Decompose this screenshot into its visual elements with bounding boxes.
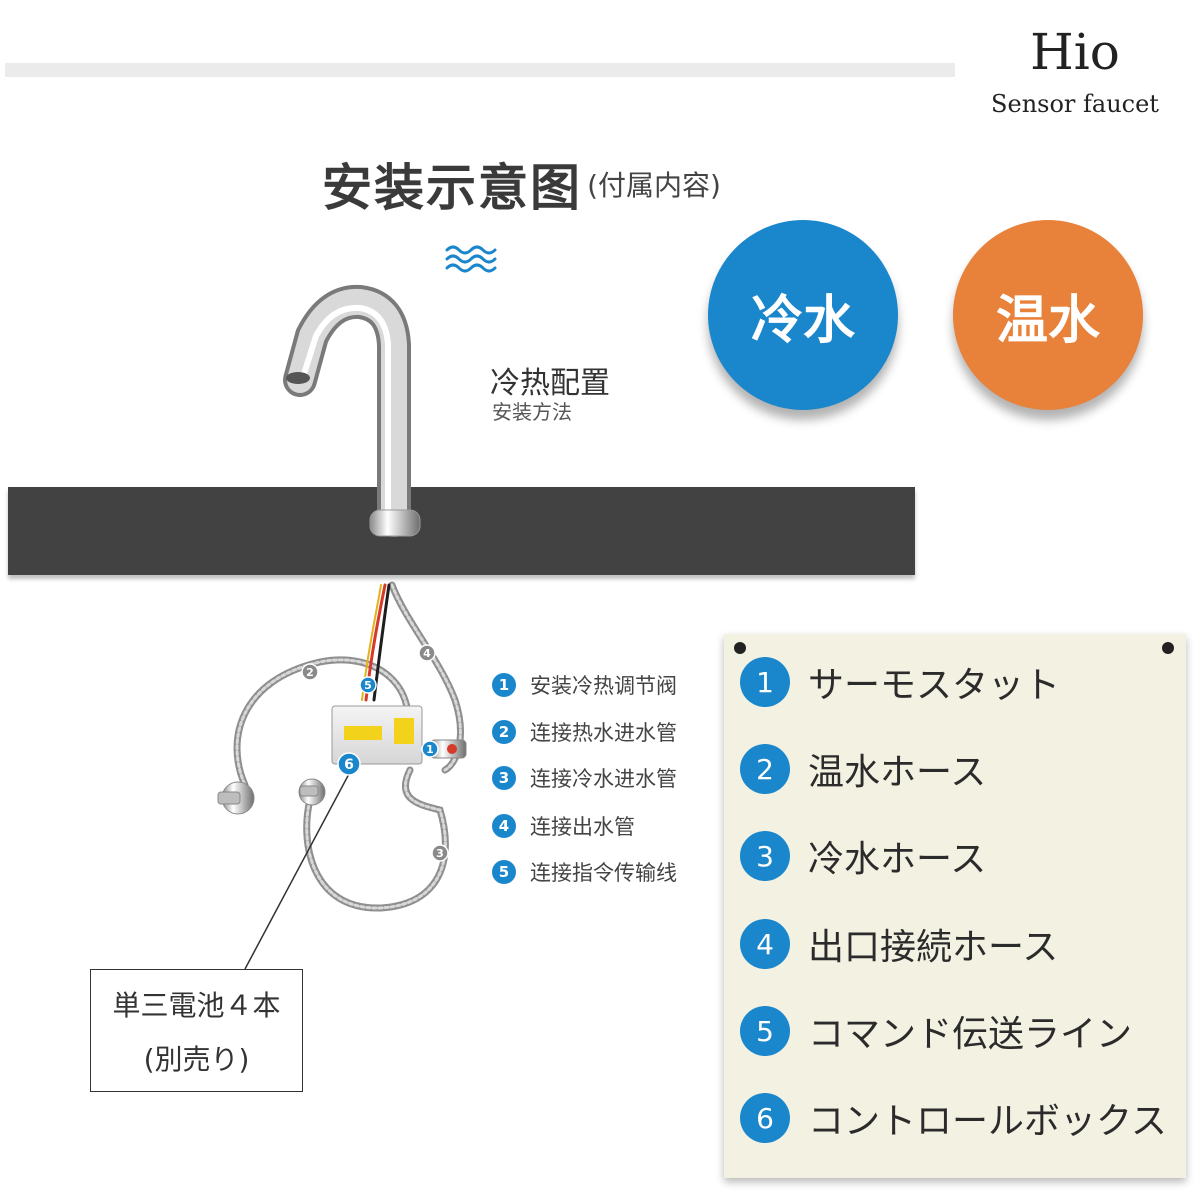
page-title-block: 安装示意图 (付属内容) [322, 148, 721, 220]
japanese-legend-item: 5 コマンド伝送ライン [740, 1006, 1132, 1056]
japanese-legend-item: 6 コントロールボックス [740, 1093, 1167, 1143]
top-divider-bar [5, 63, 955, 77]
diagram-marker-number: 5 [364, 679, 372, 692]
pin-right-icon [1162, 642, 1174, 654]
chinese-legend-item: 5 连接指令传输线 [492, 857, 677, 887]
chinese-legend-number: 5 [492, 860, 516, 884]
chinese-legend-label: 连接出水管 [530, 815, 635, 839]
japanese-legend-number: 6 [740, 1093, 790, 1143]
chinese-legend-label: 安装冷热调节阀 [530, 674, 677, 698]
wall-valves [217, 778, 326, 815]
chinese-legend-item: 3 连接冷水进水管 [492, 763, 677, 793]
japanese-legend-item: 4 出口接続ホース [740, 919, 1058, 969]
chinese-legend-label: 连接热水进水管 [530, 721, 677, 745]
chinese-legend-number: 4 [492, 814, 516, 838]
chinese-legend-number: 1 [492, 673, 516, 697]
diagram-marker: 6 [337, 752, 361, 776]
diagram-marker-number: 2 [306, 666, 314, 679]
water-waves-icon [445, 245, 497, 273]
japanese-legend-number: 5 [740, 1006, 790, 1056]
chinese-legend-item: 1 安装冷热调节阀 [492, 670, 677, 700]
warm-water-badge: 温水 [953, 220, 1143, 410]
battery-note-line2: (別売り) [143, 1043, 250, 1076]
japanese-legend-item: 1 サーモスタット [740, 657, 1060, 707]
config-subtitle: 安装方法 [492, 400, 572, 424]
diagram-markers: 1 2 3 4 5 6 [301, 644, 449, 862]
japanese-legend-label: 温水ホース [808, 752, 987, 793]
diagram-marker-number: 1 [426, 743, 434, 756]
faucet-image [283, 284, 421, 537]
diagram-marker: 1 [421, 740, 439, 758]
battery-note-line1: 単三電池４本 [112, 989, 281, 1022]
japanese-legend-number: 1 [740, 657, 790, 707]
pin-left-icon [734, 642, 746, 654]
diagram-marker-number: 6 [344, 757, 354, 773]
japanese-legend-item: 3 冷水ホース [740, 831, 986, 881]
japanese-legend-label: コントロールボックス [808, 1101, 1167, 1142]
japanese-legend-number: 2 [740, 744, 790, 794]
japanese-legend-label: 冷水ホース [808, 839, 987, 880]
japanese-legend-label: 出口接続ホース [808, 927, 1059, 968]
brand-name: Hio [1030, 23, 1120, 81]
brand-logo: Hio Sensor faucet [990, 20, 1160, 118]
chinese-legend-item: 2 连接热水进水管 [492, 717, 677, 747]
japanese-legend-item: 2 温水ホース [740, 744, 986, 794]
japanese-legend-number: 4 [740, 919, 790, 969]
brand-subtitle: Sensor faucet [991, 90, 1159, 118]
battery-leader-line [244, 771, 351, 970]
chinese-legend-number: 3 [492, 766, 516, 790]
diagram-marker-number: 3 [436, 847, 444, 860]
chinese-legend-item: 4 连接出水管 [492, 811, 635, 841]
cold-water-badge: 冷水 [708, 220, 898, 410]
page-subtitle: (付属内容) [587, 169, 721, 202]
config-title: 冷热配置 [490, 366, 610, 401]
diagram-marker: 4 [418, 644, 436, 662]
battery-note-box: 単三電池４本 (別売り) [90, 969, 303, 1092]
japanese-legend-number: 3 [740, 831, 790, 881]
diagram-marker: 2 [301, 663, 319, 681]
page-title: 安装示意图 [322, 159, 582, 217]
chinese-legend-label: 连接冷水进水管 [530, 767, 677, 791]
japanese-legend-label: コマンド伝送ライン [808, 1014, 1133, 1055]
japanese-legend-label: サーモスタット [808, 665, 1061, 706]
countertop [8, 487, 915, 575]
chinese-legend-number: 2 [492, 720, 516, 744]
diagram-marker-number: 4 [423, 647, 431, 660]
diagram-marker: 3 [431, 844, 449, 862]
diagram-marker: 5 [359, 676, 377, 694]
chinese-legend-label: 连接指令传输线 [530, 861, 677, 885]
control-box [331, 705, 467, 765]
